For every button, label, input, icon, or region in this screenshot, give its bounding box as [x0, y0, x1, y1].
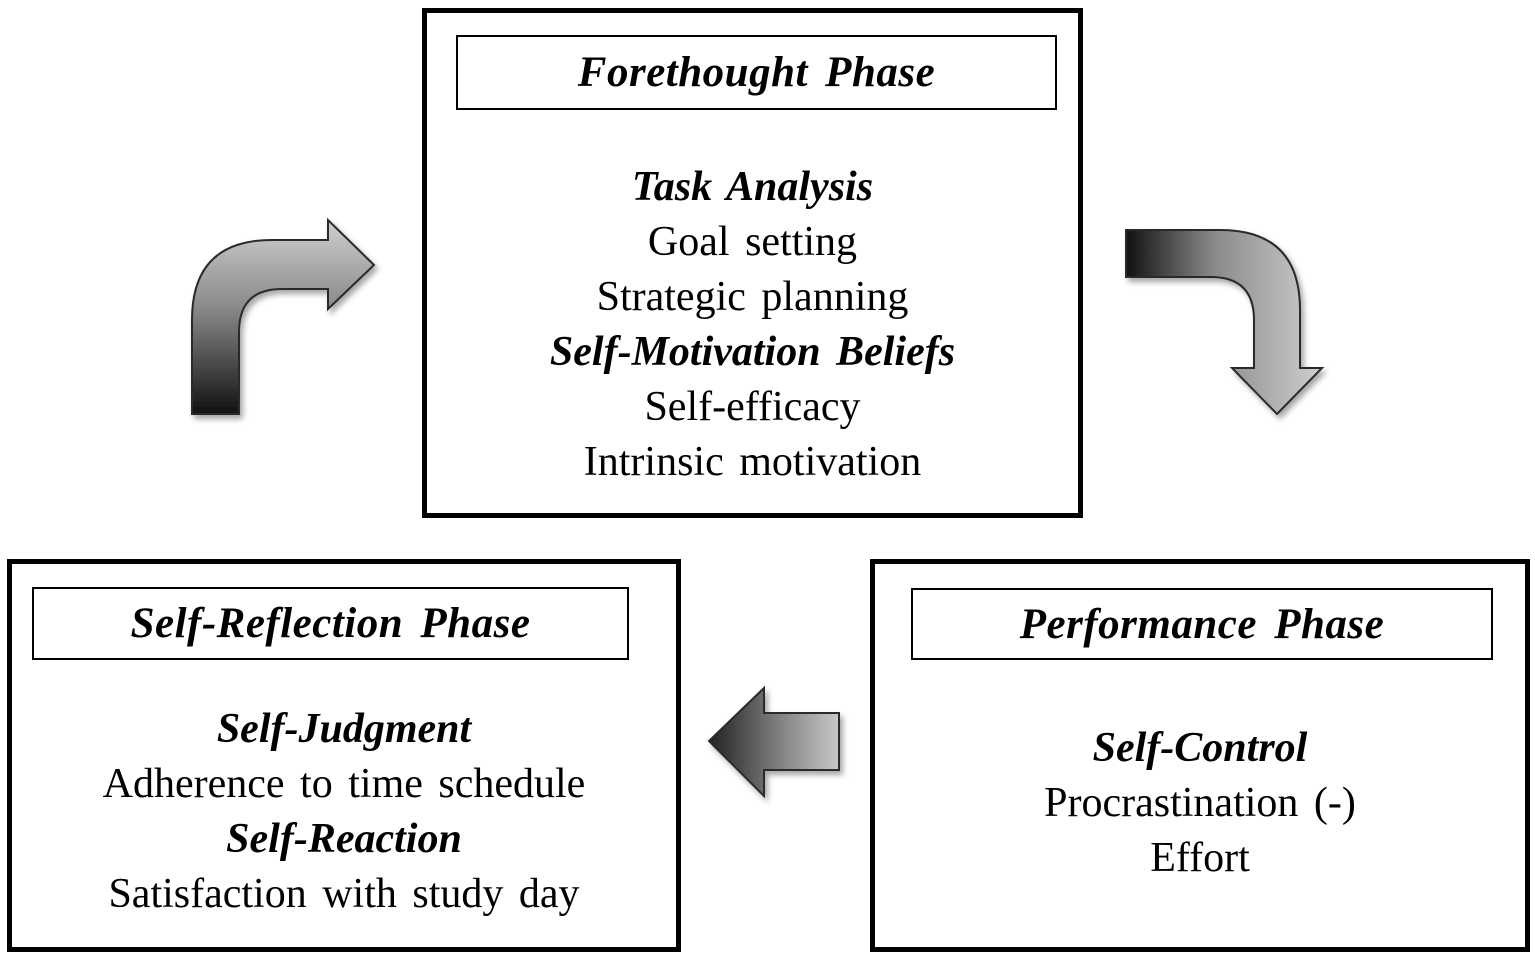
- self-efficacy-item: Self-efficacy: [644, 384, 861, 430]
- arrow-left-icon: [707, 685, 840, 799]
- intrinsic-motivation-item: Intrinsic motivation: [583, 439, 922, 485]
- forethought-phase-title: Forethought Phase: [456, 35, 1057, 110]
- bent-arrow-right-down-icon: [1125, 229, 1325, 416]
- self-reflection-phase-title: Self-Reflection Phase: [32, 587, 629, 660]
- forethought-phase-content: Task Analysis Goal setting Strategic pla…: [427, 160, 1078, 490]
- satisfaction-item: Satisfaction with study day: [108, 871, 580, 917]
- procrastination-item: Procrastination (-): [1044, 780, 1356, 826]
- performance-phase-content: Self-Control Procrastination (-) Effort: [875, 721, 1525, 886]
- performance-phase-box: Performance Phase Self-Control Procrasti…: [870, 559, 1530, 952]
- adherence-item: Adherence to time schedule: [102, 761, 586, 807]
- strategic-planning-item: Strategic planning: [596, 274, 909, 320]
- self-reflection-phase-content: Self-Judgment Adherence to time schedule…: [12, 702, 676, 922]
- self-judgment-heading: Self-Judgment: [216, 706, 472, 752]
- self-motivation-beliefs-heading: Self-Motivation Beliefs: [549, 329, 956, 375]
- goal-setting-item: Goal setting: [647, 219, 858, 265]
- effort-item: Effort: [1150, 835, 1250, 881]
- self-control-heading: Self-Control: [1092, 725, 1308, 771]
- self-reaction-heading: Self-Reaction: [226, 816, 462, 862]
- self-reflection-phase-box: Self-Reflection Phase Self-Judgment Adhe…: [7, 559, 681, 952]
- performance-phase-title: Performance Phase: [911, 588, 1493, 660]
- task-analysis-heading: Task Analysis: [631, 164, 874, 210]
- bent-arrow-up-right-icon: [191, 217, 376, 415]
- forethought-phase-box: Forethought Phase Task Analysis Goal set…: [422, 8, 1083, 518]
